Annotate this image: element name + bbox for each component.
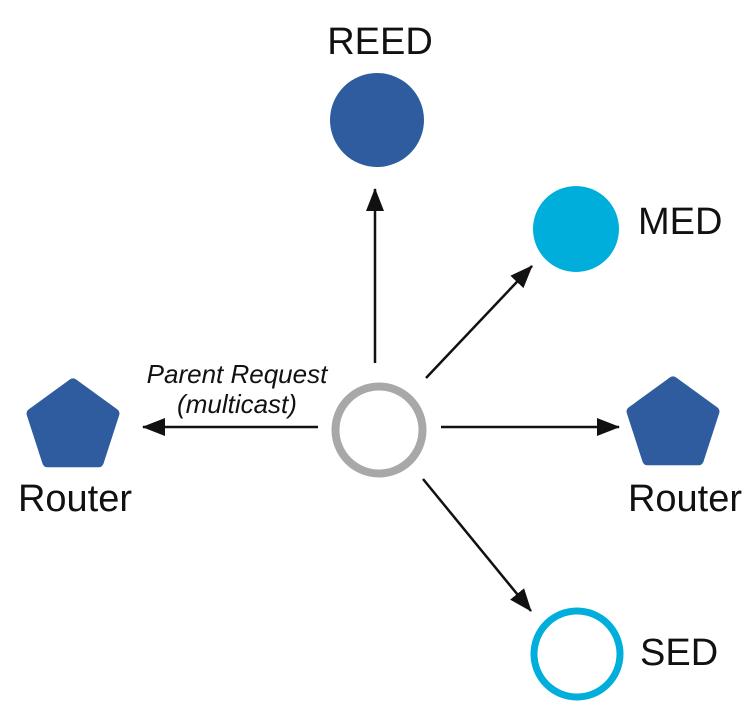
reed-node-label: REED	[327, 21, 433, 63]
med-node-circle	[533, 186, 619, 272]
router-left-pentagon	[26, 378, 120, 468]
center-child-node-circle	[331, 382, 427, 478]
arrow-center-to-sed	[422, 478, 532, 612]
router-left-node-label: Router	[17, 478, 133, 520]
sed-node-label: SED	[640, 632, 719, 674]
arrow-center-to-med	[425, 265, 533, 379]
parent-request-annotation: Parent Request (multicast)	[117, 359, 357, 419]
router-right-pentagon	[626, 376, 720, 466]
router-right-node-label: Router	[627, 478, 743, 520]
reed-node-circle	[330, 73, 424, 167]
parent-request-annotation-line2: (multicast)	[177, 389, 297, 419]
med-node-label: MED	[638, 201, 723, 243]
parent-request-annotation-line1: Parent Request	[146, 359, 328, 389]
sed-node-circle	[530, 607, 624, 701]
